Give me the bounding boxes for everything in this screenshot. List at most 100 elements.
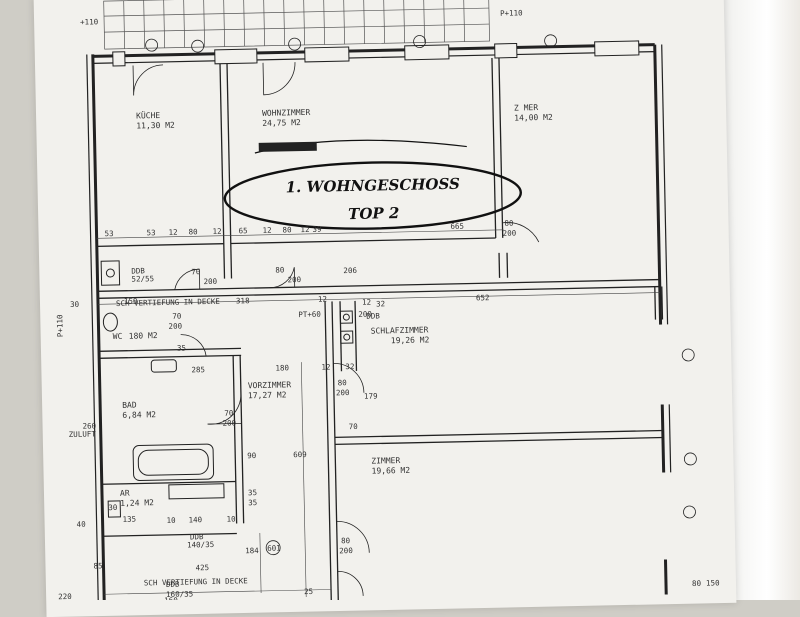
balcony-grid xyxy=(103,0,490,50)
room-area: 11,30 M2 xyxy=(136,121,175,131)
note-ddb: DDB xyxy=(166,580,180,589)
dimension: 30 xyxy=(108,503,118,512)
dimension: 200 xyxy=(336,388,350,397)
level-note: P+110 xyxy=(500,8,523,17)
dimension: 206 xyxy=(343,266,357,275)
dimension: 12 xyxy=(318,295,327,304)
dimension: 80 xyxy=(275,265,285,274)
interior-walls xyxy=(96,57,664,600)
room-area: 19,66 M2 xyxy=(371,466,410,476)
dimension: 140 xyxy=(188,515,202,524)
title-ellipse xyxy=(223,161,522,230)
note-ddb-size: 52/55 xyxy=(131,274,154,283)
dimension: 285 xyxy=(191,365,205,374)
dimension: 80 xyxy=(338,378,348,387)
dimension: 200 xyxy=(287,275,301,284)
dimension: 12 xyxy=(168,228,177,237)
dimension: 39 xyxy=(312,225,321,234)
room-name: BAD xyxy=(122,401,137,410)
dimension: 65 xyxy=(238,226,247,235)
dimension: 80 xyxy=(341,536,351,545)
dimension: 200 xyxy=(503,229,517,238)
room-name: WC xyxy=(113,332,123,341)
dimension: 40 xyxy=(77,520,87,529)
dimension: 70 xyxy=(191,267,201,276)
dimension: 184 xyxy=(245,546,259,555)
dimension: 70 xyxy=(349,422,359,431)
note-ddb: DDB xyxy=(131,266,145,275)
dimension: 601 xyxy=(267,544,281,553)
note-ddb-size: 140/35 xyxy=(187,540,214,550)
dimension: 70 xyxy=(224,409,234,418)
dimension: 12 xyxy=(300,225,309,234)
dimension: 200 xyxy=(222,418,236,427)
room-name: Z MER xyxy=(514,103,538,113)
dimension: 10 xyxy=(166,516,176,525)
dimension: 12 xyxy=(262,226,271,235)
dimension: 32 xyxy=(345,362,354,371)
note-ddb: DDB xyxy=(366,311,380,320)
title-line1: 1. WOHNGESCHOSS xyxy=(285,175,460,197)
door-swings xyxy=(132,62,540,596)
dimension: 665 xyxy=(450,222,464,231)
floor-plan: 1. WOHNGESCHOSS TOP 2 KÜCHE 11,30 M2 WOH… xyxy=(55,0,720,600)
room-name: ZIMMER xyxy=(371,456,400,466)
dimension: 70 xyxy=(172,312,182,321)
room-name: AR xyxy=(120,489,130,498)
dimension: 80 xyxy=(504,219,514,228)
wall-markers xyxy=(145,34,697,556)
dimension: 12 xyxy=(212,227,221,236)
dimension: 25 xyxy=(304,587,313,596)
dimension: 260 xyxy=(82,421,96,430)
note-ddb: DDB xyxy=(190,532,204,541)
dimension: 200 xyxy=(358,310,372,319)
dimension: 160 xyxy=(164,596,178,600)
dimension: 180 xyxy=(275,363,289,372)
room-name: WOHNZIMMER xyxy=(262,108,311,118)
room-name: KÜCHE xyxy=(136,110,160,121)
dimension: 150 xyxy=(706,578,720,587)
background-surface xyxy=(33,0,800,617)
dimension: 200 xyxy=(168,322,182,331)
dimension: 35 xyxy=(248,498,257,507)
dimension: 80 xyxy=(692,579,702,588)
dimension: 32 xyxy=(376,299,385,308)
dimension: 179 xyxy=(364,391,378,400)
outer-walls xyxy=(86,43,672,600)
room-name: SCHLAFZIMMER xyxy=(371,325,429,335)
dimension: 35 xyxy=(177,343,186,352)
fixtures xyxy=(100,260,354,518)
dimension: 53 xyxy=(146,228,155,237)
dimension: 318 xyxy=(236,296,250,305)
dimension: 652 xyxy=(476,293,490,302)
dimension: 200 xyxy=(203,277,217,286)
pen-scribble xyxy=(258,141,317,152)
room-area: 1,24 M2 xyxy=(120,498,154,508)
dimension: 80 xyxy=(188,227,198,236)
level-note: +110 xyxy=(80,17,99,26)
dimension: 80 xyxy=(282,225,292,234)
dimension-lines xyxy=(96,229,660,598)
dimension: 200 xyxy=(339,546,353,555)
dimension: 85 xyxy=(93,561,102,570)
title-line2: TOP 2 xyxy=(348,204,400,223)
room-area: 180 M2 xyxy=(129,331,158,341)
dimension: 12 xyxy=(321,362,330,371)
note-pt: PT+60 xyxy=(298,310,321,319)
room-area: 17,27 M2 xyxy=(248,390,287,400)
room-area: 14,00 M2 xyxy=(514,113,553,123)
room-area: 19,26 M2 xyxy=(391,335,430,345)
room-area: 24,75 M2 xyxy=(262,118,301,128)
note-vertiefung: SCH VERTIEFUNG IN DECKE xyxy=(116,297,221,308)
dimension: 53 xyxy=(104,229,113,238)
dimension: 220 xyxy=(58,592,72,600)
room-area: 6,84 M2 xyxy=(122,410,156,420)
dimension: 12 xyxy=(362,298,371,307)
note-ddb-size: 160/35 xyxy=(166,589,193,599)
dimension: 425 xyxy=(195,563,209,572)
dimension: 35 xyxy=(248,488,257,497)
plan-drawing xyxy=(86,0,697,600)
note-vertiefung: SCH VERTIEFUNG IN DECKE xyxy=(144,576,249,587)
plan-text: 1. WOHNGESCHOSS TOP 2 KÜCHE 11,30 M2 WOH… xyxy=(55,8,720,600)
dimension: 10 xyxy=(226,514,236,523)
